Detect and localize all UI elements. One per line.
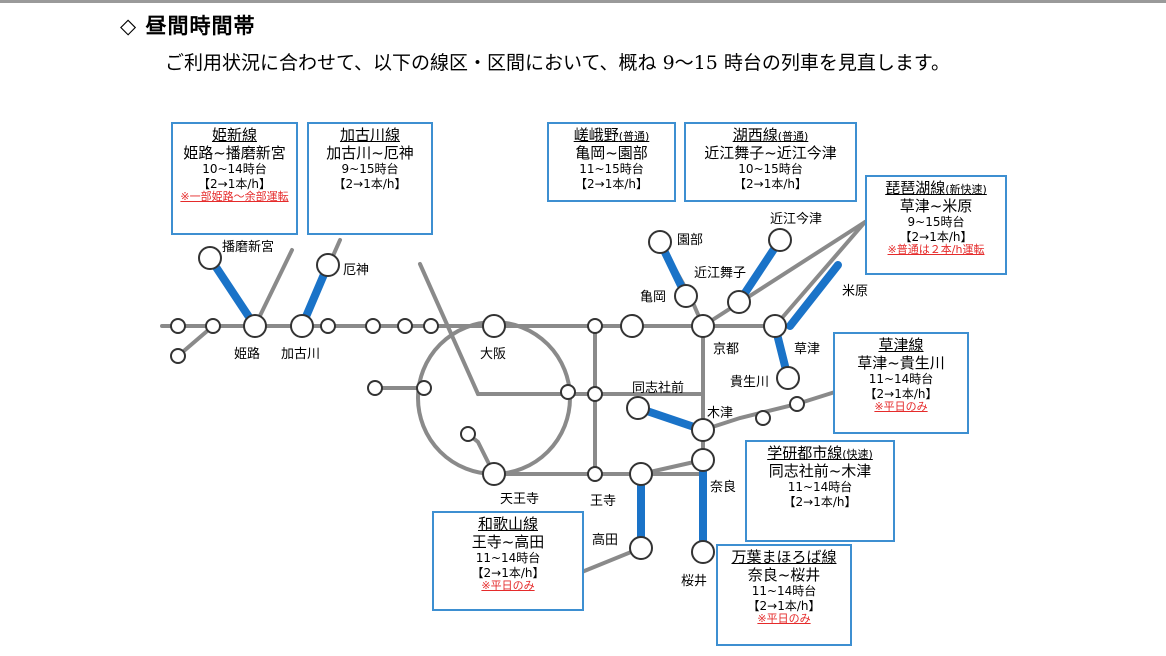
- biwako-target: [786, 261, 842, 330]
- line-name: 琵琶湖線(新快速): [867, 179, 1005, 198]
- service-tag: (普通): [618, 130, 650, 143]
- info-box-kishin: 姫新線 姫路~播磨新宮 10~14時台 【2→1本/h】 ※一部姫路～余部運転: [171, 122, 298, 235]
- osaka-branch-north: [418, 262, 480, 396]
- section: 草津~貴生川: [857, 353, 945, 372]
- info-box-biwako: 琵琶湖線(新快速) 草津~米原 9~15時台 【2→1本/h】 ※普通は２本/h…: [865, 175, 1007, 275]
- line-name: 姫新線: [211, 126, 257, 144]
- time-range: 11~14時台: [868, 372, 934, 387]
- section: 王寺~高田: [471, 532, 545, 551]
- station-label-nara: 奈良: [710, 480, 737, 495]
- note: ※一部姫路～余部運転: [180, 189, 289, 203]
- frequency: 【2→1本/h】: [783, 494, 857, 509]
- station-label-osaka: 大阪: [480, 347, 507, 362]
- section: 奈良~桜井: [747, 565, 821, 584]
- time-range: 11~14時台: [751, 584, 817, 599]
- station-label-omimaiko: 近江舞子: [694, 266, 747, 281]
- line-name-text: 琵琶湖線: [885, 179, 946, 197]
- frequency: 【2→1本/h】: [899, 229, 973, 244]
- line-name: 万葉まほろば線: [731, 548, 837, 566]
- kishin-extension: [253, 248, 294, 328]
- note: ※平日のみ: [757, 611, 811, 625]
- kosei-target: [735, 236, 784, 306]
- note: ※平日のみ: [874, 399, 928, 413]
- station-label-kyoto: 京都: [713, 342, 740, 357]
- time-range: 11~14時台: [475, 551, 541, 566]
- station-label-maibara: 米原: [842, 284, 869, 299]
- frequency: 【2→1本/h】: [198, 176, 271, 191]
- kansai-line-east: [701, 390, 837, 432]
- station-label-kameoka: 亀岡: [640, 290, 667, 305]
- frequency: 【2→1本/h】: [747, 598, 821, 613]
- kishin-target: [206, 254, 259, 330]
- frequency: 【2→1本/h】: [864, 386, 938, 401]
- station-label-kakogawa: 加古川: [281, 347, 321, 362]
- frequency: 【2→1本/h】: [471, 565, 545, 580]
- station-label-takada: 高田: [592, 533, 619, 548]
- time-range: 9~15時台: [907, 215, 965, 230]
- station-nodes: [170, 228, 805, 564]
- line-name: 草津線: [878, 336, 924, 354]
- station-label-sakurai: 桜井: [681, 574, 708, 589]
- station-label-kizu: 木津: [707, 406, 734, 421]
- intro-text: ご利用状況に合わせて、以下の線区・区間において、概ね 9〜15 時台の列車を見直…: [165, 52, 950, 74]
- time-range: 10~15時台: [738, 162, 803, 177]
- line-name-text: 湖西線: [732, 126, 778, 144]
- section: 近江舞子~近江今津: [704, 143, 837, 162]
- info-box-kakogawa: 加古川線 加古川~厄神 9~15時台 【2→1本/h】: [307, 122, 433, 235]
- line-name: 学研都市線(快速): [747, 444, 893, 463]
- station-label-tennoji: 天王寺: [500, 492, 540, 507]
- service-tag: (新快速): [945, 183, 987, 196]
- station-label-harimashingu: 播磨新宮: [222, 240, 275, 255]
- frequency: 【2→1本/h】: [734, 176, 807, 191]
- line-name: 嵯峨野(普通): [549, 126, 674, 145]
- section: 加古川~厄神: [326, 143, 414, 162]
- section-heading-text: 昼間時間帯: [145, 14, 256, 38]
- station-label-sonobe: 園部: [677, 233, 704, 248]
- info-box-kosei: 湖西線(普通) 近江舞子~近江今津 10~15時台 【2→1本/h】: [684, 122, 857, 202]
- station-label-kusatsu: 草津: [794, 342, 821, 357]
- station-label-kozaki: 厄神: [343, 263, 370, 278]
- time-range: 10~14時台: [202, 162, 267, 177]
- note: ※普通は２本/h運転: [887, 242, 985, 256]
- info-box-kusatsu: 草津線 草津~貴生川 11~14時台 【2→1本/h】 ※平日のみ: [833, 332, 969, 434]
- station-label-himeji: 姫路: [234, 347, 261, 362]
- station-label-oji: 王寺: [590, 494, 617, 509]
- info-box-gakken: 学研都市線(快速) 同志社前~木津 11~14時台 【2→1本/h】: [745, 440, 895, 542]
- service-tag: (普通): [777, 130, 809, 143]
- info-box-manyo: 万葉まほろば線 奈良~桜井 11~14時台 【2→1本/h】 ※平日のみ: [716, 544, 852, 646]
- line-name-text: 学研都市線: [767, 444, 843, 462]
- top-rule: [0, 0, 1166, 3]
- line-name-text: 嵯峨野: [573, 126, 619, 144]
- time-range: 11~14時台: [787, 480, 853, 495]
- note: ※平日のみ: [481, 578, 535, 592]
- station-label-omiimazu: 近江今津: [770, 212, 823, 227]
- info-box-wakayama: 和歌山線 王寺~高田 11~14時台 【2→1本/h】 ※平日のみ: [432, 511, 584, 611]
- service-tag: (快速): [842, 448, 873, 461]
- line-name: 湖西線(普通): [686, 126, 855, 145]
- line-name: 加古川線: [339, 126, 400, 144]
- station-label-kibukawa: 貴生川: [730, 375, 770, 390]
- frequency: 【2→1本/h】: [575, 176, 648, 191]
- section-heading: ◇ 昼間時間帯: [120, 10, 255, 40]
- diamond-icon: ◇: [120, 14, 138, 38]
- main-line-to-maibara: [773, 220, 867, 328]
- line-name: 和歌山線: [477, 515, 538, 533]
- time-range: 9~15時台: [341, 162, 399, 177]
- frequency: 【2→1本/h】: [333, 176, 407, 191]
- station-label-doshishamae: 同志社前: [632, 381, 685, 396]
- time-range: 11~15時台: [579, 162, 644, 177]
- section: 草津~米原: [899, 196, 973, 215]
- info-box-sagano: 嵯峨野(普通) 亀岡~園部 11~15時台 【2→1本/h】: [547, 122, 676, 202]
- section: 亀岡~園部: [575, 143, 648, 162]
- section: 同志社前~木津: [768, 461, 872, 480]
- section: 姫路~播磨新宮: [183, 143, 286, 162]
